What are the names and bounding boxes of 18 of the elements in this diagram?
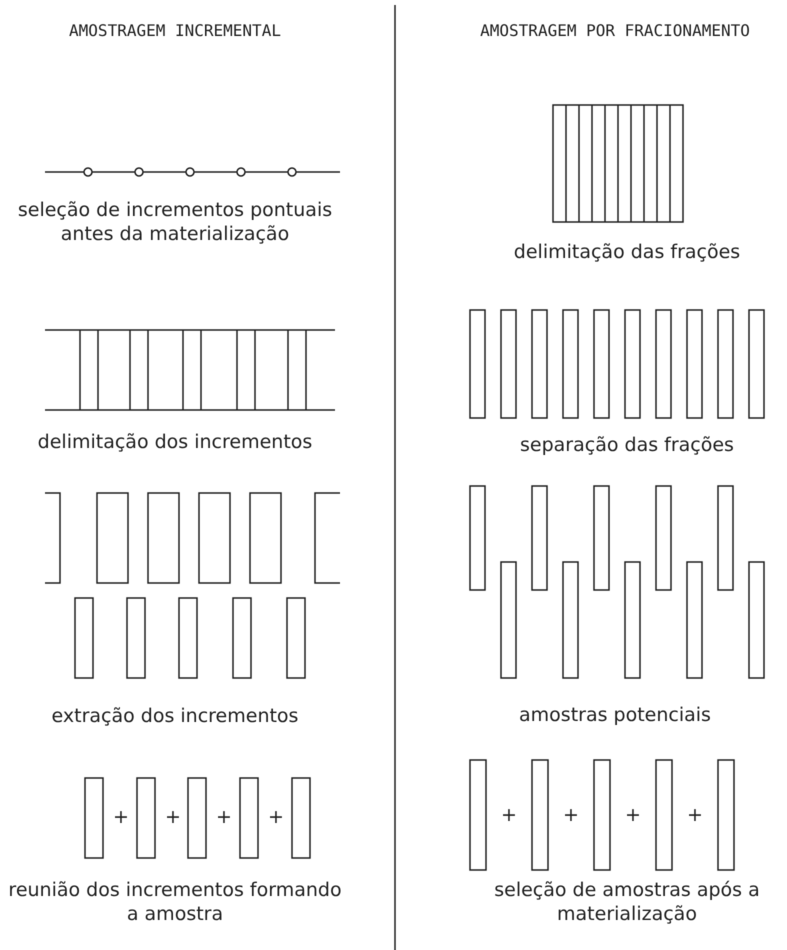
caption-text: reunião dos incrementos formando a amostra: [7, 878, 343, 926]
plus-sign: +: [686, 803, 704, 827]
column-heading: AMOSTRAGEM POR FRACIONAMENTO: [479, 20, 751, 42]
caption-text: seleção de incrementos pontuais antes da materialização: [16, 198, 334, 246]
plus-sign: +: [112, 805, 130, 829]
column-heading: AMOSTRAGEM INCREMENTAL: [68, 20, 282, 42]
plus-sign: +: [500, 803, 518, 827]
plus-sign: +: [267, 805, 285, 829]
caption-text: extração dos incrementos: [50, 704, 300, 728]
plus-sign: +: [164, 805, 182, 829]
caption-text: delimitação dos incrementos: [36, 430, 314, 454]
caption-text: amostras potenciais: [518, 703, 712, 727]
caption-text: seleção de amostras após a materialização: [493, 878, 761, 926]
plus-sign: +: [624, 803, 642, 827]
plus-sign: +: [562, 803, 580, 827]
plus-sign: +: [215, 805, 233, 829]
caption-text: separação das frações: [519, 433, 735, 457]
caption-text: delimitação das frações: [512, 240, 742, 264]
